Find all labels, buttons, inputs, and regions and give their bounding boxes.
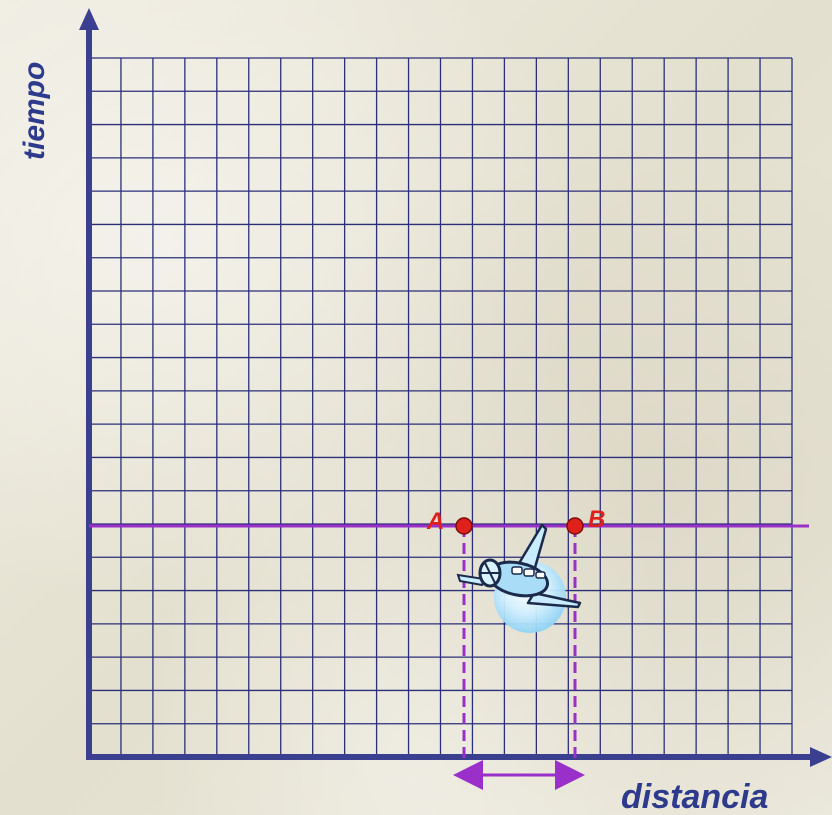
y-axis-title: tiempo (18, 62, 51, 160)
point-a-marker (455, 517, 473, 535)
y-axis-arrow (79, 8, 99, 30)
x-axis-title: distancia (621, 778, 768, 815)
point-b-marker (566, 517, 584, 535)
point-b-label: B (588, 506, 605, 533)
point-a-label: A (426, 508, 444, 535)
axes (79, 8, 832, 767)
airplane-icon (456, 523, 582, 633)
grid (88, 57, 793, 758)
x-axis-arrow (810, 747, 832, 767)
